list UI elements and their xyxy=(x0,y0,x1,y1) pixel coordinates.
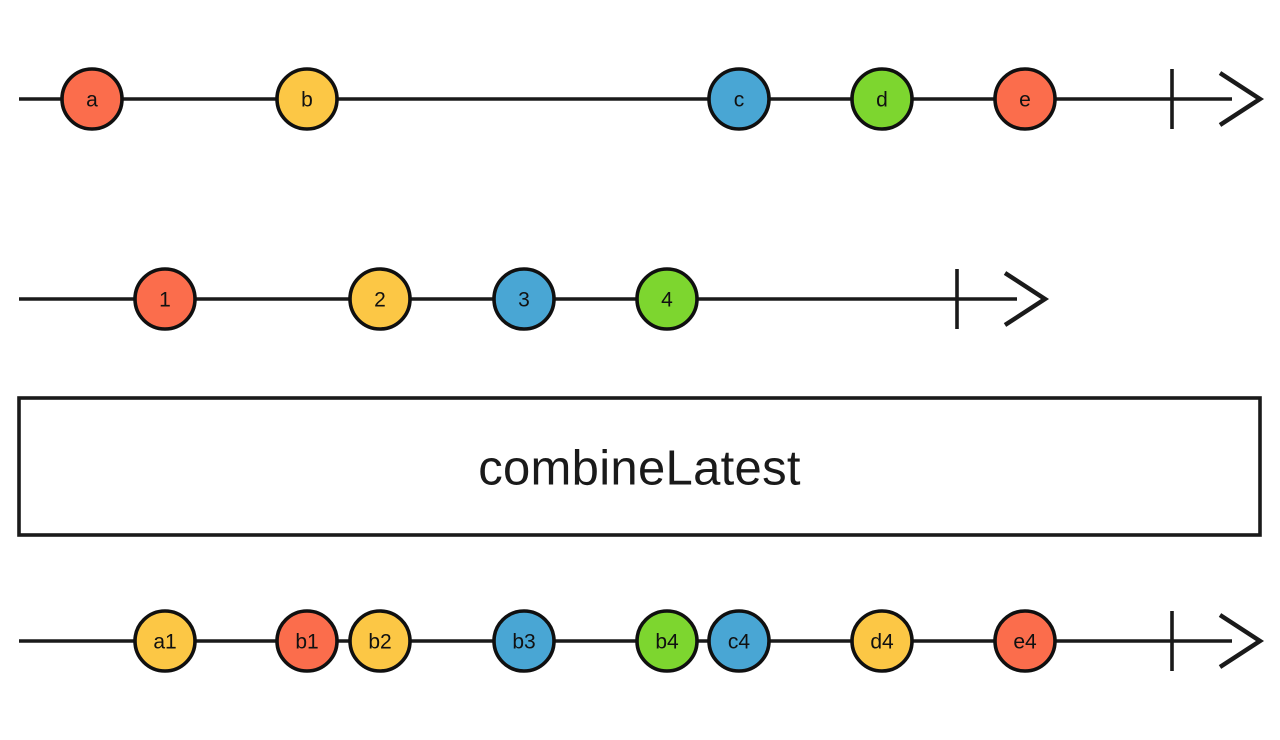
marble-circle[interactable] xyxy=(635,609,699,673)
marble-circle[interactable] xyxy=(133,267,197,331)
marble-label: 3 xyxy=(518,289,530,312)
timeline-arrowhead xyxy=(1218,613,1265,669)
marble-e[interactable]: e xyxy=(993,67,1057,131)
marble-b2[interactable]: b2 xyxy=(348,609,412,673)
marble-circle[interactable] xyxy=(993,67,1057,131)
marble-circle[interactable] xyxy=(993,609,1057,673)
timeline-arrowhead xyxy=(1218,71,1265,127)
marble-label: b4 xyxy=(655,631,679,654)
marble-label: 1 xyxy=(159,289,171,312)
marble-e4[interactable]: e4 xyxy=(993,609,1057,673)
marble-label: b2 xyxy=(368,631,391,654)
marble-c[interactable]: c xyxy=(707,67,771,131)
marble-b4[interactable]: b4 xyxy=(635,609,699,673)
timeline-arrowhead xyxy=(1003,271,1050,327)
marble-b[interactable]: b xyxy=(275,67,339,131)
marble-circle[interactable] xyxy=(492,609,556,673)
marble-circle[interactable] xyxy=(348,267,412,331)
marble-label: b xyxy=(301,89,313,112)
marble-2[interactable]: 2 xyxy=(348,267,412,331)
marble-circle[interactable] xyxy=(348,609,412,673)
marble-label: 4 xyxy=(661,289,673,312)
marble-label: e xyxy=(1019,89,1031,112)
marble-c4[interactable]: c4 xyxy=(707,609,771,673)
marble-b3[interactable]: b3 xyxy=(492,609,556,673)
marble-label: c xyxy=(734,89,745,112)
marble-label: e4 xyxy=(1013,631,1037,654)
timeline-source-stream-numbers: 1 2 3 4 xyxy=(19,267,1050,331)
marble-1[interactable]: 1 xyxy=(133,267,197,331)
marble-d4[interactable]: d4 xyxy=(850,609,914,673)
timeline-result-stream: a1 b1 b2 b3 b4 c4 d4 e4 xyxy=(19,609,1265,673)
marble-circle[interactable] xyxy=(133,609,197,673)
marble-circle[interactable] xyxy=(707,67,771,131)
marble-4[interactable]: 4 xyxy=(635,267,699,331)
timeline-source-stream-letters: a b c d e xyxy=(19,67,1265,131)
marble-label: c4 xyxy=(728,631,751,654)
marble-d[interactable]: d xyxy=(850,67,914,131)
marble-label: a1 xyxy=(153,631,176,654)
marble-circle[interactable] xyxy=(60,67,124,131)
operator-name-label: combineLatest xyxy=(478,442,801,496)
operator-box-border xyxy=(17,396,1262,537)
marble-label: d4 xyxy=(870,631,894,654)
marble-circle[interactable] xyxy=(275,67,339,131)
marble-3[interactable]: 3 xyxy=(492,267,556,331)
marble-a1[interactable]: a1 xyxy=(133,609,197,673)
marble-circle[interactable] xyxy=(635,267,699,331)
marble-circle[interactable] xyxy=(850,609,914,673)
marble-circle[interactable] xyxy=(492,267,556,331)
timelines-group: a b c d e 1 2 3 4 a1 b1 b2 b3 b4 c4 d4 e4 xyxy=(19,67,1265,673)
marble-b1[interactable]: b1 xyxy=(275,609,339,673)
operator-box[interactable]: combineLatest xyxy=(17,396,1262,537)
marble-circle[interactable] xyxy=(850,67,914,131)
marble-label: 2 xyxy=(374,289,386,312)
marble-label: b3 xyxy=(512,631,535,654)
marble-label: b1 xyxy=(295,631,318,654)
marble-label: a xyxy=(86,89,98,112)
marble-circle[interactable] xyxy=(275,609,339,673)
marble-circle[interactable] xyxy=(707,609,771,673)
marble-label: d xyxy=(876,89,888,112)
marble-a[interactable]: a xyxy=(60,67,124,131)
